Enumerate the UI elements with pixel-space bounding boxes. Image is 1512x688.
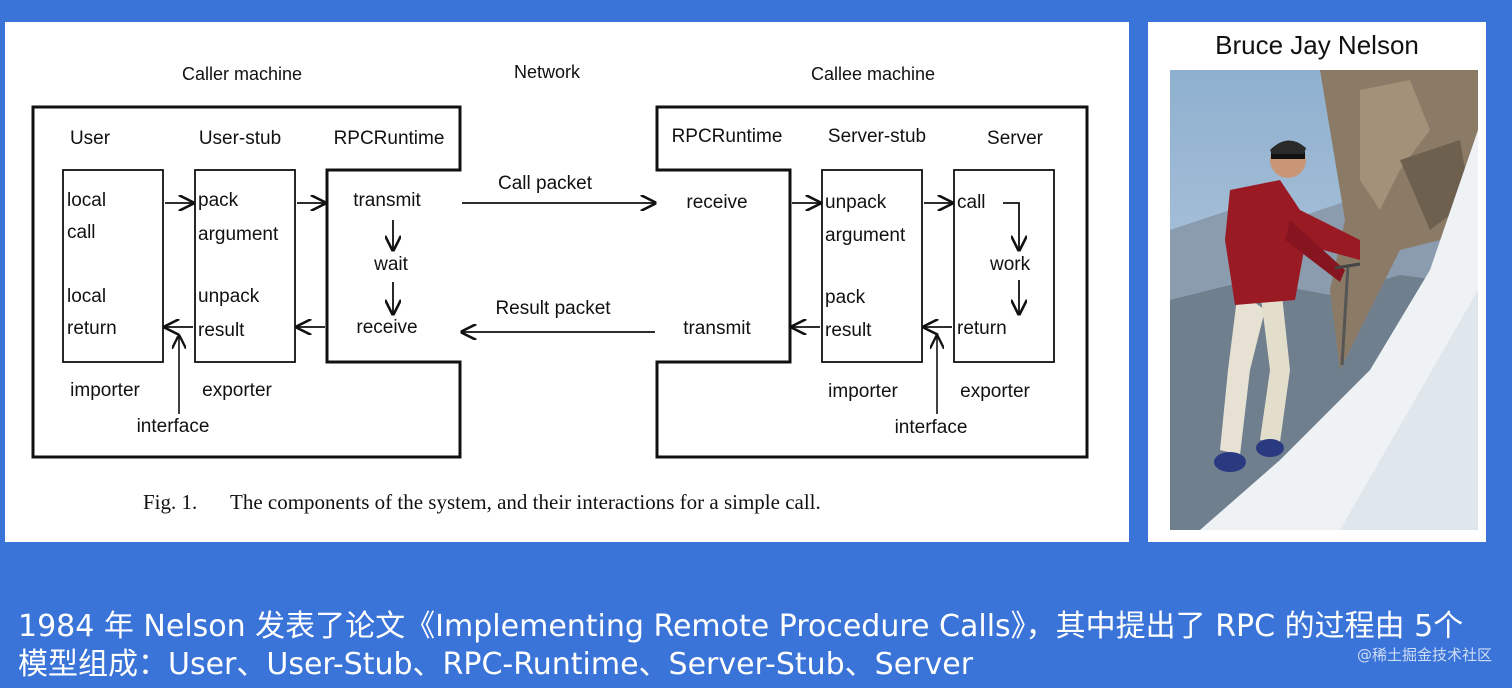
portrait-photo	[1170, 70, 1478, 530]
user-local-return-2: return	[67, 318, 117, 339]
server-return: return	[957, 318, 1007, 339]
server-stub-argument: argument	[825, 225, 906, 246]
server-box	[953, 169, 1055, 363]
rpc-runtime-caller-header: RPCRuntime	[334, 128, 445, 149]
user-stub-box	[194, 169, 296, 363]
caller-importer-label: importer	[70, 380, 140, 401]
server-header: Server	[987, 128, 1044, 149]
result-packet-label: Result packet	[495, 298, 611, 319]
user-stub-unpack: unpack	[198, 286, 260, 307]
caller-interface-label: interface	[137, 416, 210, 437]
server-stub-box	[821, 169, 923, 363]
rpc-caller-receive: receive	[356, 317, 417, 338]
user-local-call-2: call	[67, 222, 96, 243]
arrow-call-to-work	[1003, 202, 1019, 250]
caller-machine-box	[31, 105, 462, 459]
rpc-caller-transmit: transmit	[353, 190, 421, 211]
server-stub-pack: pack	[825, 287, 866, 308]
server-stub-unpack: unpack	[825, 192, 887, 213]
server-stub-result: result	[825, 320, 872, 341]
user-stub-result: result	[198, 320, 245, 341]
rpc-callee-transmit: transmit	[683, 318, 751, 339]
climber-photo-illustration	[1170, 70, 1478, 530]
rpc-caller-wait: wait	[373, 254, 409, 275]
slide-caption: 1984 年 Nelson 发表了论文《Implementing Remote …	[18, 609, 1464, 682]
rpc-diagram-panel: Caller machine Network Callee machine Us…	[5, 22, 1129, 542]
figure-caption-label: Fig. 1.	[143, 490, 197, 514]
rpc-diagram: Caller machine Network Callee machine Us…	[31, 62, 1089, 514]
network-title: Network	[514, 62, 581, 82]
figure-caption: The components of the system, and their …	[230, 490, 821, 514]
rpc-runtime-callee-header: RPCRuntime	[672, 126, 783, 147]
user-stub-argument: argument	[198, 224, 279, 245]
call-packet-label: Call packet	[498, 173, 593, 194]
user-local-return-1: local	[67, 286, 106, 307]
user-header: User	[70, 128, 111, 149]
server-work: work	[989, 254, 1031, 275]
server-stub-header: Server-stub	[828, 126, 926, 147]
portrait-title: Bruce Jay Nelson	[1215, 30, 1419, 60]
watermark: @稀土掘金技术社区	[1356, 646, 1492, 664]
caller-exporter-label: exporter	[202, 380, 272, 401]
caller-machine-title: Caller machine	[182, 64, 302, 84]
portrait-panel: Bruce Jay Nelson	[1148, 22, 1486, 542]
callee-interface-label: interface	[895, 417, 968, 438]
callee-machine-box	[655, 105, 1089, 459]
user-stub-pack: pack	[198, 190, 239, 211]
callee-exporter-label: exporter	[960, 381, 1030, 402]
user-local-call-1: local	[67, 190, 106, 211]
callee-machine-title: Callee machine	[811, 64, 935, 84]
user-box	[62, 169, 164, 363]
user-stub-header: User-stub	[199, 128, 281, 149]
rpc-callee-receive: receive	[686, 192, 747, 213]
server-call: call	[957, 192, 986, 213]
callee-importer-label: importer	[828, 381, 898, 402]
